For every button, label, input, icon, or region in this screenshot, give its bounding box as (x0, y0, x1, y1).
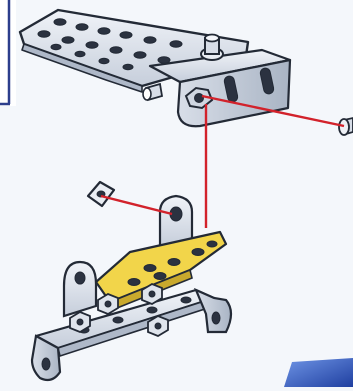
corner-tab-icon (284, 358, 353, 387)
panel-edge-icon (0, 0, 16, 106)
bolt-icon (201, 35, 223, 61)
